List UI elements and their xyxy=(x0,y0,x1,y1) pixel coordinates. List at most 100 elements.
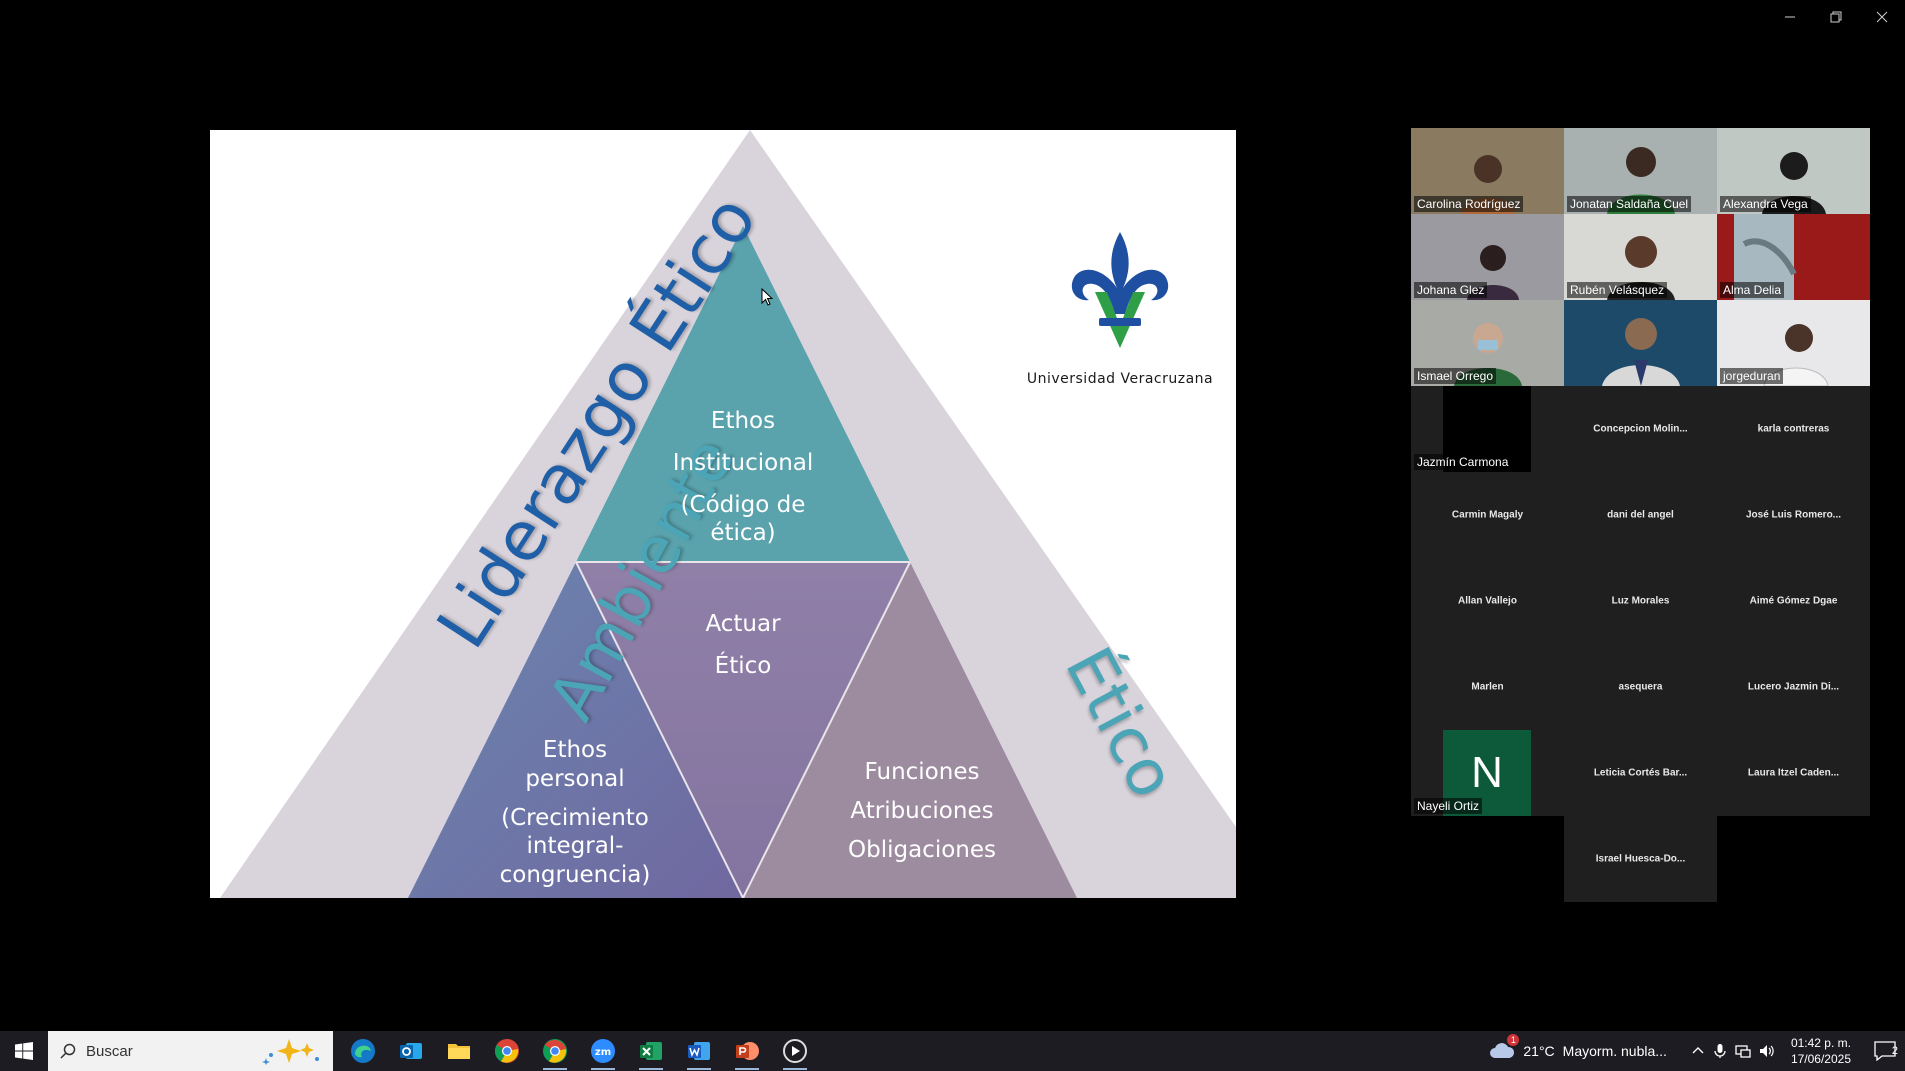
participant-name: Alma Delia xyxy=(1720,282,1785,298)
media-player-icon xyxy=(783,1039,807,1063)
participant-tile[interactable]: Jazmín Carmona xyxy=(1411,386,1564,472)
participant-tile[interactable]: Concepcion Molin... xyxy=(1564,386,1717,472)
chrome-app[interactable] xyxy=(483,1031,531,1071)
powerpoint-app[interactable] xyxy=(723,1031,771,1071)
participant-tile[interactable]: Allan Vallejo xyxy=(1411,558,1564,644)
participant-tile[interactable]: Carmin Magaly xyxy=(1411,472,1564,558)
weather-temperature: 21°C xyxy=(1523,1043,1555,1059)
file-explorer-app[interactable] xyxy=(435,1031,483,1071)
participant-tile[interactable]: Leticia Cortés Bar... xyxy=(1564,730,1717,816)
participant-tile[interactable] xyxy=(1564,300,1717,386)
window-controls xyxy=(1767,0,1905,34)
network-icon[interactable] xyxy=(1735,1044,1751,1058)
participant-tile[interactable]: Luz Morales xyxy=(1564,558,1717,644)
chrome-profile-icon xyxy=(543,1039,567,1063)
uv-flor-de-lis-icon xyxy=(1071,232,1169,348)
participant-tile[interactable]: Johana Glez xyxy=(1411,214,1564,300)
participant-tile[interactable]: Marlen xyxy=(1411,644,1564,730)
participant-tile[interactable]: Alma Delia xyxy=(1717,214,1870,300)
tray-icons xyxy=(1691,1043,1775,1059)
center-triangle-text: Actuar Ético xyxy=(663,610,823,681)
participant-video-icon xyxy=(1601,318,1680,386)
cloud-weather-icon xyxy=(1490,1042,1515,1058)
participant-tile[interactable]: Israel Huesca-Do... xyxy=(1564,816,1717,902)
start-button[interactable] xyxy=(0,1031,48,1071)
volume-icon[interactable] xyxy=(1759,1044,1775,1058)
top-triangle xyxy=(576,226,910,562)
notification-count: 2 xyxy=(1891,1045,1898,1057)
top-text-line: ética) xyxy=(710,520,776,547)
shared-screen-slide[interactable]: Liderazgo Ético Ambiente Ético Ethos Ins… xyxy=(210,130,1236,898)
participant-tile[interactable]: Alexandra Vega xyxy=(1717,128,1870,214)
participant-name: asequera xyxy=(1618,681,1663,693)
zoom-app[interactable]: zm xyxy=(579,1031,627,1071)
right-text-line: Atribuciones xyxy=(850,797,994,824)
minimize-button[interactable] xyxy=(1767,0,1813,34)
weather-widget[interactable]: 1 21°C Mayorm. nubla... xyxy=(1489,1033,1667,1063)
participant-tile[interactable]: N Nayeli Ortiz xyxy=(1411,730,1564,816)
notification-center-button[interactable]: 2 xyxy=(1865,1031,1905,1071)
chevron-up-icon[interactable] xyxy=(1691,1044,1705,1058)
participant-name: dani del angel xyxy=(1607,509,1674,521)
close-button[interactable] xyxy=(1859,0,1905,34)
participant-name: Carolina Rodríguez xyxy=(1414,196,1524,212)
participant-name: José Luis Romero... xyxy=(1745,509,1842,521)
windows-logo-icon xyxy=(15,1042,33,1060)
excel-app[interactable] xyxy=(627,1031,675,1071)
participant-name: Alexandra Vega xyxy=(1720,196,1811,212)
search-icon xyxy=(60,1043,76,1059)
word-app[interactable] xyxy=(675,1031,723,1071)
sparkles-icon xyxy=(262,1039,319,1065)
search-input[interactable] xyxy=(86,1042,246,1060)
participant-name: Concepcion Molin... xyxy=(1593,423,1688,435)
participant-name: Nayeli Ortiz xyxy=(1414,798,1483,814)
participant-name: Israel Huesca-Do... xyxy=(1595,853,1686,865)
microphone-icon[interactable] xyxy=(1713,1043,1727,1059)
participant-tile[interactable]: dani del angel xyxy=(1564,472,1717,558)
participant-tile[interactable]: Lucero Jazmin Di... xyxy=(1717,644,1870,730)
left-text-line: integral- xyxy=(526,833,624,860)
excel-icon xyxy=(640,1042,662,1060)
taskbar-search[interactable] xyxy=(48,1031,333,1071)
left-text-line: personal xyxy=(525,765,625,792)
minimize-icon xyxy=(1785,16,1795,18)
participant-tile[interactable]: José Luis Romero... xyxy=(1717,472,1870,558)
clock-date: 17/06/2025 xyxy=(1790,1052,1851,1066)
edge-app[interactable] xyxy=(339,1031,387,1071)
weather-description: Mayorm. nubla... xyxy=(1562,1043,1667,1059)
participant-name: Rubén Velásquez xyxy=(1567,282,1668,298)
participant-tile[interactable]: Carolina Rodríguez xyxy=(1411,128,1564,214)
media-player-app[interactable] xyxy=(771,1031,819,1071)
weather-badge: 1 xyxy=(1507,1033,1520,1046)
center-text-line: Actuar xyxy=(705,611,781,637)
participant-name: Leticia Cortés Bar... xyxy=(1593,767,1688,779)
participant-tile[interactable]: Rubén Velásquez xyxy=(1564,214,1717,300)
participant-tile[interactable]: asequera xyxy=(1564,644,1717,730)
participant-tile[interactable]: Laura Itzel Caden... xyxy=(1717,730,1870,816)
outlook-app[interactable] xyxy=(387,1031,435,1071)
left-text-line: congruencia) xyxy=(499,862,651,888)
left-triangle xyxy=(408,562,743,898)
chrome-profile-app[interactable] xyxy=(531,1031,579,1071)
powerpoint-icon xyxy=(736,1042,759,1060)
right-text-line: Obligaciones xyxy=(848,836,996,863)
top-text-line: (Código de xyxy=(680,491,806,518)
close-icon xyxy=(1876,11,1888,23)
zoom-icon: zm xyxy=(591,1039,615,1063)
restore-icon xyxy=(1830,11,1842,23)
restore-button[interactable] xyxy=(1813,0,1859,34)
right-text-line: Funciones xyxy=(864,759,980,785)
participant-tile[interactable]: karla contreras xyxy=(1717,386,1870,472)
participant-name: Aimé Gómez Dgae xyxy=(1749,595,1838,607)
notification-icon xyxy=(1874,1041,1896,1061)
participant-tile[interactable]: Ismael Orrego xyxy=(1411,300,1564,386)
participant-tile[interactable]: Aimé Gómez Dgae xyxy=(1717,558,1870,644)
taskbar-clock[interactable]: 01:42 p. m. 17/06/2025 xyxy=(1791,1035,1851,1067)
top-text-line: Institucional xyxy=(672,449,814,476)
right-triangle xyxy=(743,562,1077,898)
word-icon xyxy=(688,1042,710,1060)
participant-tile[interactable]: Jonatan Saldaña Cuel xyxy=(1564,128,1717,214)
participant-name: Ismael Orrego xyxy=(1414,368,1497,384)
participant-tile[interactable]: jorgeduran xyxy=(1717,300,1870,386)
participant-avatar: N xyxy=(1443,730,1531,816)
